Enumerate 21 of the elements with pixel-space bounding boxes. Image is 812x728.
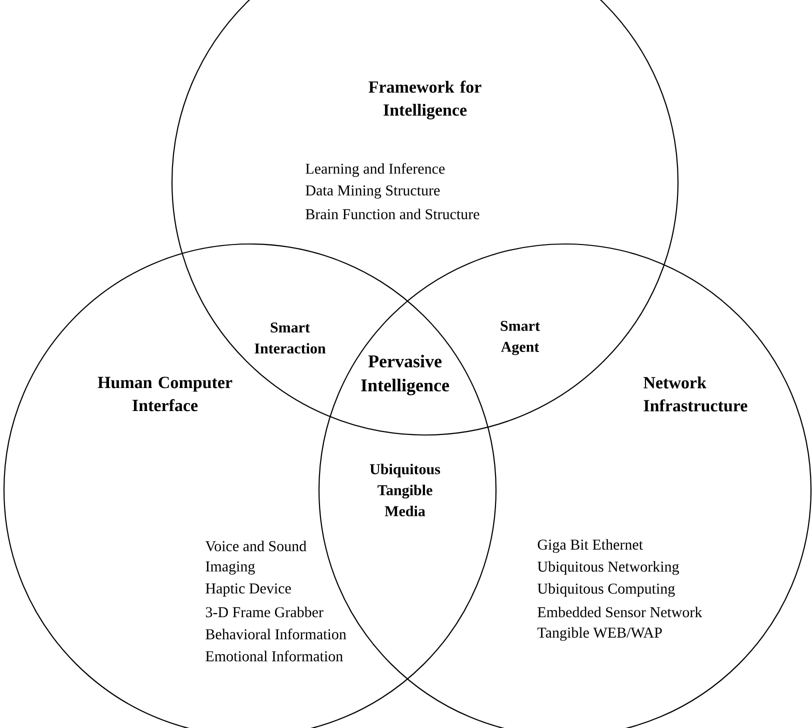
list-item: Embedded Sensor Network (538, 606, 702, 618)
list-item: Ubiquitous Networking (538, 561, 679, 575)
circle-heading: Framework for Intelligence (368, 80, 482, 120)
list-item: 3-D Frame Grabber (206, 606, 324, 618)
list-item: Data Mining Structure (306, 185, 440, 199)
circle-heading: Network Infrastructure (644, 376, 748, 412)
list-item: Imaging (206, 561, 255, 575)
region-label: Ubiquitous Tangible Media (370, 464, 440, 516)
region-label: Smart Interaction (254, 322, 326, 354)
list-item: Brain Function and Structure (306, 208, 480, 220)
region-label: Pervasive Intelligence (361, 354, 450, 396)
list-item: Giga Bit Ethernet (538, 539, 643, 553)
list-item: Tangible WEB/WAP (537, 627, 662, 641)
list-item: Behavioral Information (206, 628, 346, 640)
list-item: Haptic Device (206, 583, 291, 597)
list-item: Voice and Sound (205, 540, 306, 552)
region-label: Smart Agent (500, 320, 540, 356)
list-item: Emotional Information (206, 650, 343, 662)
list-item: Learning and Inference (306, 163, 445, 177)
list-item: Ubiquitous Computing (538, 583, 675, 597)
circle-heading: Human Computer Interface (98, 376, 232, 412)
